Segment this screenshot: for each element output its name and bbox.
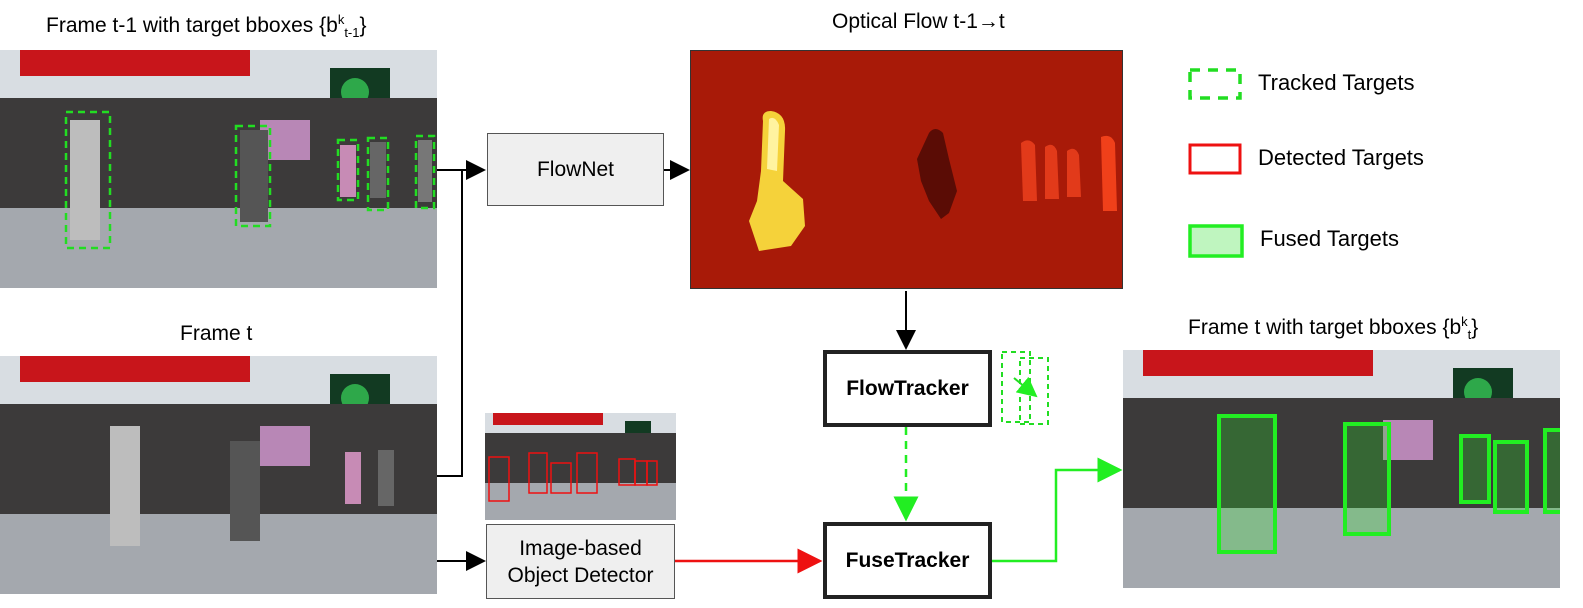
fusetracker-box: FuseTracker — [823, 522, 992, 599]
legend-tracked-swatch — [1188, 68, 1242, 100]
frame-t-title: Frame t — [180, 322, 253, 345]
frame-out-image — [1123, 350, 1560, 588]
optical-flow-title: Optical Flow t-1→t — [832, 10, 1005, 33]
optical-flow-image — [690, 50, 1123, 289]
frame-t-image — [0, 356, 437, 594]
legend-fused-label: Fused Targets — [1260, 226, 1400, 251]
legend-detected-swatch — [1188, 143, 1242, 175]
frame-prev-title: Frame t-1 with target bboxes {bkt-1} — [46, 12, 367, 41]
legend-fused-swatch — [1188, 224, 1244, 258]
object-detector-box: Image-based Object Detector — [486, 524, 675, 599]
frame-prev-image — [0, 50, 437, 288]
flowtracker-box: FlowTracker — [823, 350, 992, 427]
legend-detected-label: Detected Targets — [1258, 145, 1424, 170]
legend-tracked-label: Tracked Targets — [1258, 70, 1415, 95]
detector-thumbnail — [485, 413, 676, 520]
frame-out-title: Frame t with target bboxes {bkt} — [1188, 314, 1479, 343]
flownet-box: FlowNet — [487, 133, 664, 206]
